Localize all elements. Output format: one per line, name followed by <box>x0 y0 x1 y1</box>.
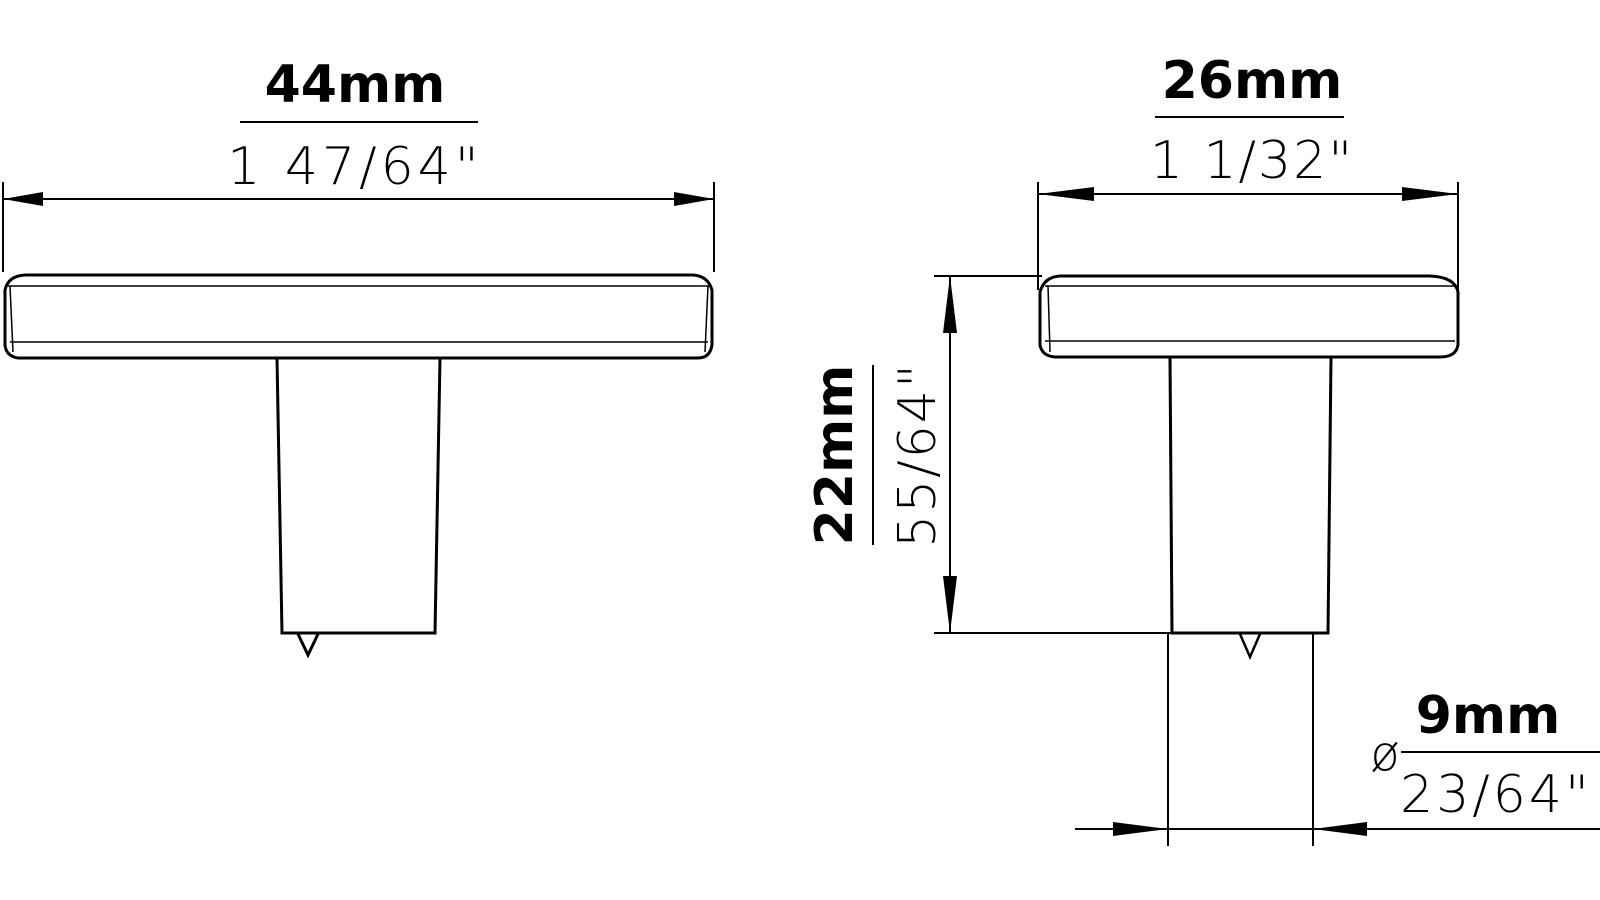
front-knob-bar <box>3 273 714 360</box>
front-view: 44mm 1 47/64" <box>2 55 715 659</box>
side-knob-top <box>1038 274 1460 359</box>
side-height-dimension: 22mm 55/64" <box>805 275 1172 634</box>
arrow-down-icon <box>943 576 957 633</box>
front-width-dimension: 44mm 1 47/64" <box>2 55 715 272</box>
arrow-right-icon <box>674 192 714 206</box>
side-width-dimension: 26mm 1 1/32" <box>1037 51 1459 290</box>
side-stem <box>1168 356 1333 661</box>
front-width-imperial: 1 47/64" <box>227 137 482 197</box>
arrow-left-icon <box>1038 187 1094 201</box>
side-diameter-imperial: 23/64" <box>1400 765 1592 825</box>
arrow-up-icon <box>943 276 957 333</box>
front-stem <box>275 357 442 659</box>
side-view: 26mm 1 1/32" 22mm <box>805 51 1600 846</box>
side-width-metric: 26mm <box>1162 51 1343 111</box>
diameter-symbol-icon: ø <box>1370 726 1399 782</box>
arrow-left-icon <box>3 192 43 206</box>
side-height-imperial: 55/64" <box>888 362 948 548</box>
arrow-right-icon <box>1402 187 1458 201</box>
side-width-imperial: 1 1/32" <box>1150 131 1354 191</box>
arrow-right-icon <box>1113 822 1168 836</box>
arrow-left-icon <box>1313 822 1367 836</box>
side-height-metric: 22mm <box>805 365 865 546</box>
side-diameter-dimension: ø 9mm 23/64" <box>1075 633 1600 846</box>
side-diameter-metric: 9mm <box>1416 686 1561 746</box>
front-width-metric: 44mm <box>265 55 446 115</box>
